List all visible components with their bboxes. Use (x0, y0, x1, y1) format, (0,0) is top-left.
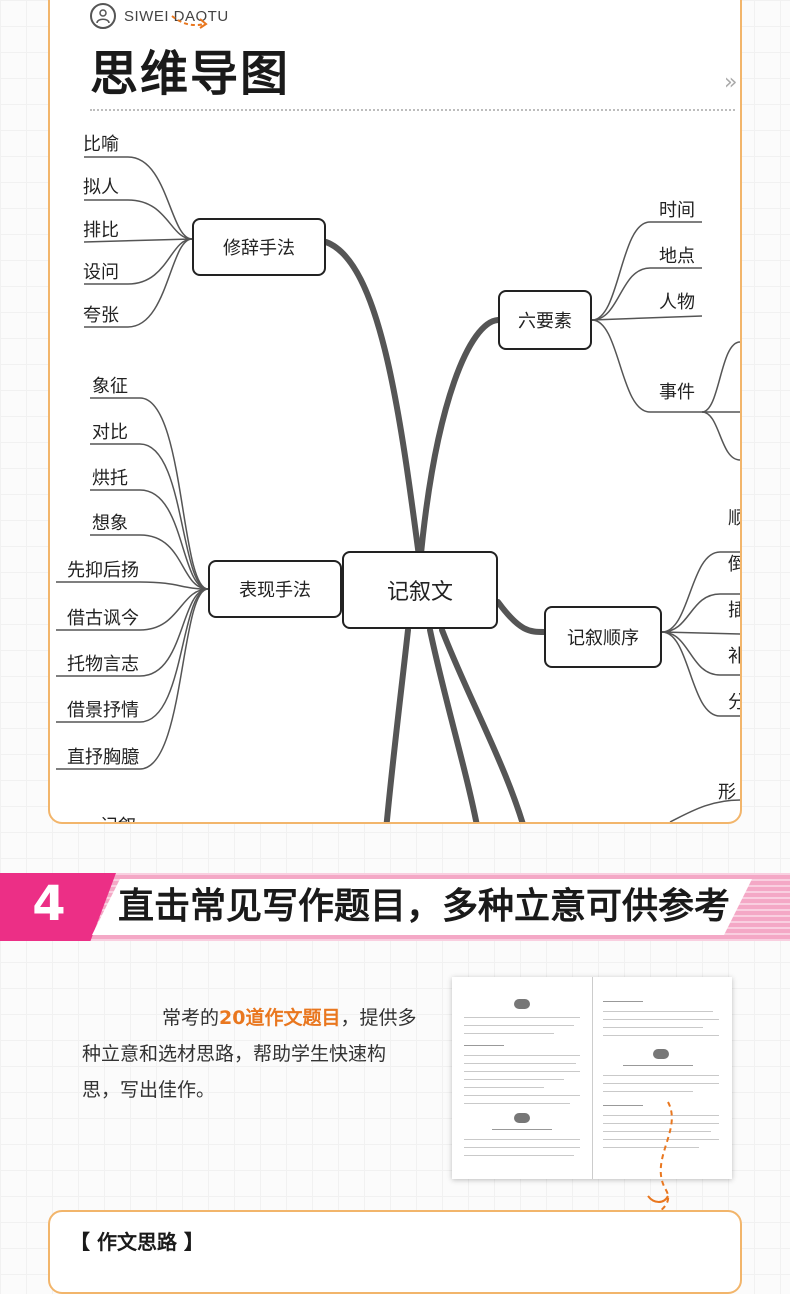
leaf-rhetorical-question: 设问 (83, 262, 119, 283)
leaf-partial-bottom: 记叙 (100, 816, 136, 822)
description: 常考的20道作文题目，提供多种立意和选材思路，帮助学生快速构思，写出佳作。 (82, 1000, 422, 1108)
dashed-arrow-icon (171, 15, 208, 29)
double-chevron-right-icon[interactable]: » (724, 70, 738, 95)
node-expression: 表现手法 (208, 560, 342, 618)
leaf-foil: 烘托 (92, 468, 128, 489)
leaf-scene-emotion: 借景抒情 (67, 700, 139, 721)
leaf-order-5: 分 (728, 692, 740, 714)
description-prefix: 常考的 (162, 1007, 220, 1029)
banner-panel (92, 879, 752, 935)
leaf-object-aspiration: 托物言志 (67, 654, 139, 675)
banner-heading: 直击常见写作题目，多种立意可供参考 (118, 886, 731, 927)
branch-rhetoric (323, 239, 423, 567)
book-right-page (592, 977, 733, 1179)
node-narrative-order: 记叙顺序 (544, 606, 662, 668)
branch-narrative-order (495, 599, 547, 635)
leaf-contrast: 对比 (92, 422, 128, 443)
leaf-parallelism: 排比 (83, 220, 119, 241)
branch-bottom-mid (427, 627, 480, 822)
leaf-event: 事件 (659, 382, 695, 403)
brand: SIWEI DAOTU (90, 2, 229, 30)
leaf-order-1: 顺 (728, 508, 740, 530)
node-center: 记叙文 (342, 551, 498, 629)
node-rhetoric: 修辞手法 (192, 218, 326, 276)
leaf-order-3: 插 (728, 600, 740, 622)
branch-bottom-right (439, 627, 526, 822)
banner-number: 4 (32, 876, 66, 932)
mindmap-card: SIWEI DAOTU 思维导图 » 修辞手法 表现手法 记叙文 六要素 记叙顺… (48, 0, 742, 824)
leaf-suppress-then-praise: 先抑后扬 (67, 560, 139, 581)
person-logo-icon (90, 3, 116, 29)
section-title: 思维导图 (90, 46, 291, 102)
leaf-order-4: 补 (728, 646, 740, 668)
leaf-place: 地点 (659, 246, 695, 267)
branch-six-elements (417, 317, 501, 567)
divider (90, 109, 735, 111)
mindmap-connectors (56, 156, 740, 822)
book-left-page (452, 977, 592, 1179)
leaf-hyperbole: 夸张 (83, 305, 119, 326)
book-spread-image (452, 977, 732, 1179)
leaf-personification: 拟人 (83, 177, 119, 198)
leaf-order-2: 倒 (728, 554, 740, 576)
leaf-direct-emotion: 直抒胸臆 (67, 747, 139, 768)
leaf-people: 人物 (659, 292, 695, 313)
leaf-imagination: 想象 (92, 513, 128, 534)
writing-ideas-title: 【 作文思路 】 (70, 1230, 204, 1254)
dashed-curve-decoration (647, 1101, 673, 1219)
node-six-elements: 六要素 (498, 290, 592, 350)
leaf-partial-right: 形 (718, 782, 736, 803)
description-suffix: ，提供多种立意和选材思路，帮助学生快速构思，写出佳作。 (82, 1007, 417, 1101)
leaf-time: 时间 (659, 200, 695, 221)
branch-bottom-left (383, 627, 411, 822)
leaf-satirize-present: 借古讽今 (67, 608, 139, 629)
description-highlight: 20道作文题目 (219, 1007, 341, 1029)
leaf-metaphor: 比喻 (83, 134, 119, 155)
leaf-symbol: 象征 (92, 376, 128, 397)
